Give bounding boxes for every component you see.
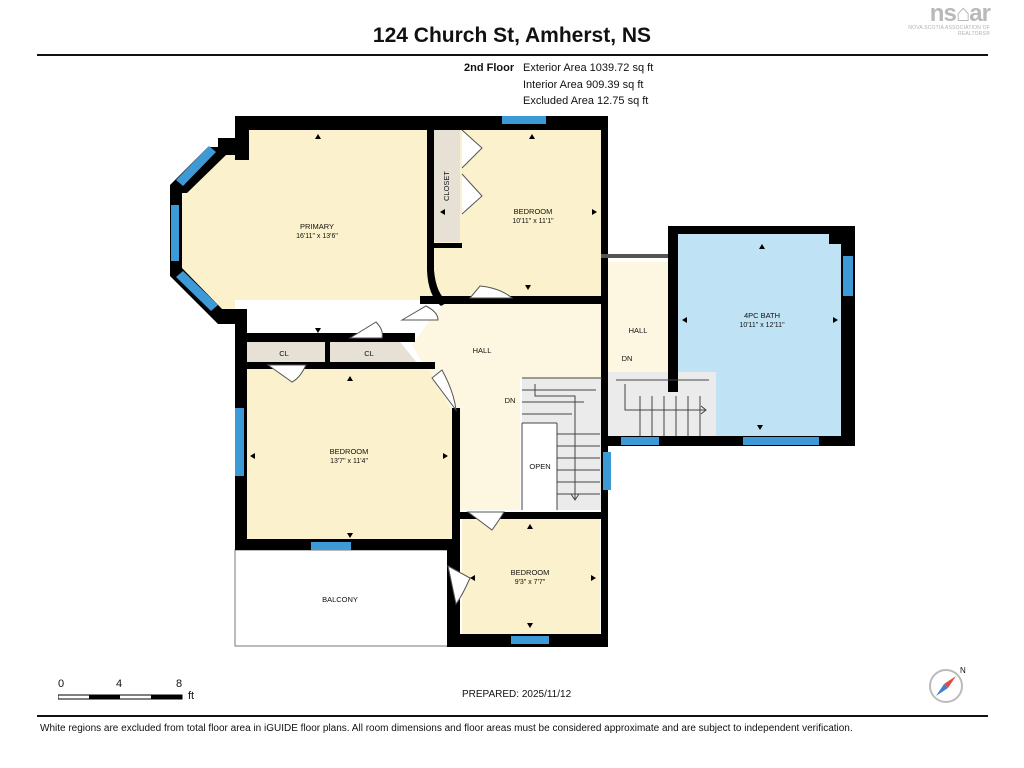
logo-subtitle: NOVA SCOTIA ASSOCIATION OF REALTORS® [908, 25, 990, 37]
stairs-detail [521, 377, 709, 510]
compass-icon: N [929, 666, 966, 703]
cl-2-area [328, 342, 418, 364]
closet-label: CLOSET [442, 171, 451, 201]
bath-dims: 10'11" x 12'11" [739, 322, 785, 329]
disclaimer: White regions are excluded from total fl… [40, 723, 853, 734]
logo-mark: ns⌂ar [929, 0, 991, 27]
cl-1-label: CL [279, 349, 289, 358]
bedroom-w-room [245, 369, 452, 543]
bedroom-s-dims: 9'3" x 7'7" [515, 579, 546, 586]
dn-east-label: DN [622, 354, 633, 363]
interior-area: Interior Area 909.39 sq ft [523, 79, 644, 91]
stair-east [608, 372, 716, 438]
bedroom-ne-dims: 10'11" x 11'1" [512, 218, 554, 225]
top-rule [37, 54, 988, 56]
primary-room [178, 125, 430, 315]
windows [171, 116, 853, 644]
nsar-logo: ns⌂ar NOVA SCOTIA ASSOCIATION OF REALTOR… [898, 0, 991, 38]
balcony-label: BALCONY [322, 595, 358, 604]
closet-area [432, 127, 460, 242]
prepared-date: PREPARED: 2025/11/12 [462, 689, 572, 700]
scale-tick-8: 8 [176, 678, 183, 690]
dn-main-label: DN [505, 396, 516, 405]
open-area [522, 423, 557, 510]
open-label: OPEN [529, 462, 550, 471]
page-title: 124 Church St, Amherst, NS [372, 24, 652, 47]
bedroom-s-room [462, 517, 600, 636]
cl-1-area [245, 342, 325, 364]
bedroom-s-label: BEDROOM [511, 568, 550, 577]
bedroom-w-dims: 13'7" x 11'4" [330, 458, 368, 465]
floor-label: 2nd Floor [464, 62, 515, 74]
excluded-area: Excluded Area 12.75 sq ft [523, 95, 649, 107]
primary-label: PRIMARY [300, 222, 334, 231]
compass-north: N [960, 666, 966, 675]
scale-unit: ft [188, 690, 195, 702]
bottom-rule [37, 715, 988, 717]
hall-east-label: HALL [629, 326, 648, 335]
scale-tick-4: 4 [116, 678, 123, 690]
scale-tick-0: 0 [58, 678, 65, 690]
dimension-ticks [250, 134, 838, 628]
hall-main-label: HALL [473, 346, 492, 355]
cl-2-label: CL [364, 349, 374, 358]
balcony-area [234, 549, 449, 647]
bath-label: 4PC BATH [744, 311, 780, 320]
doors [266, 129, 514, 606]
primary-dims: 16'11" x 13'6" [296, 233, 338, 240]
bedroom-w-label: BEDROOM [330, 447, 369, 456]
exterior-area: Exterior Area 1039.72 sq ft [523, 62, 654, 74]
bedroom-ne-label: BEDROOM [514, 207, 553, 216]
scale-bar-graphic [58, 694, 183, 700]
